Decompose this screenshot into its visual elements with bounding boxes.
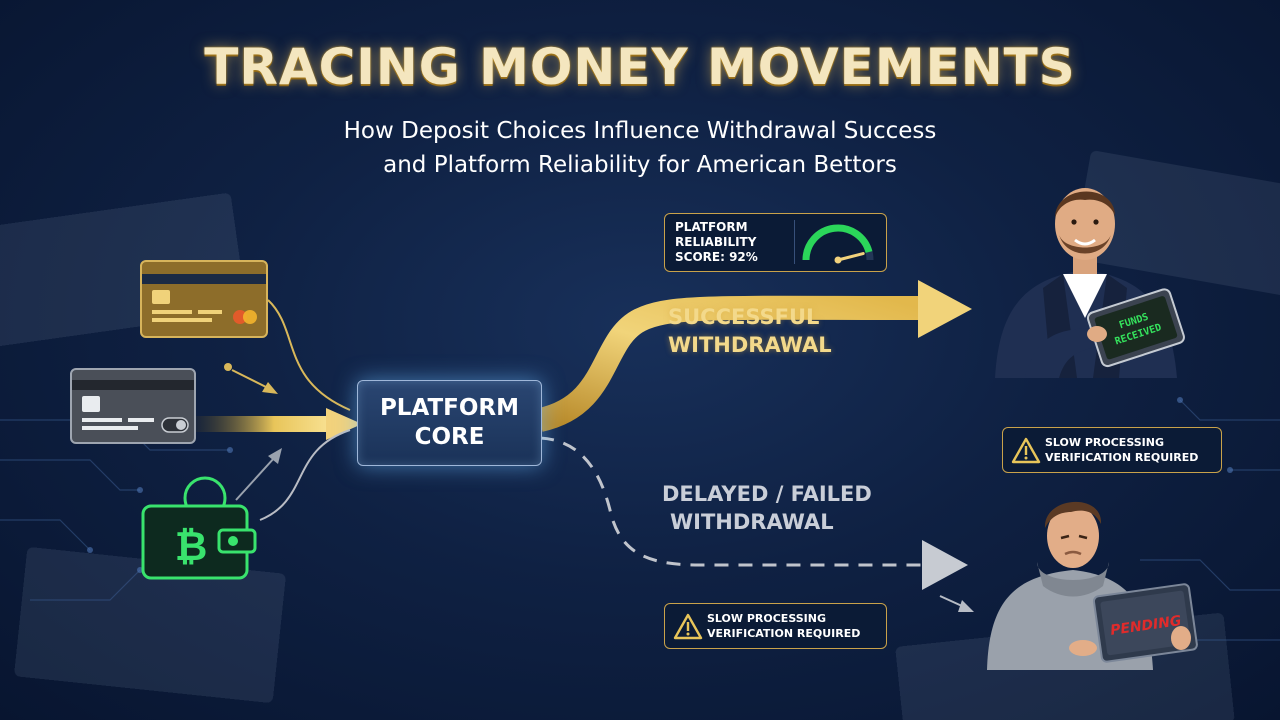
delayed-bettor-illustration: PENDING (987, 501, 1198, 670)
failed-arrow-body (539, 436, 922, 567)
small-gray-arrow (235, 456, 276, 501)
success-arrow-body (536, 295, 921, 432)
crypto-connector (259, 429, 351, 521)
subtitle-line-2: and Platform Reliability for American Be… (383, 152, 897, 178)
score-line-3: SCORE: 92% (675, 250, 758, 264)
subtitle: How Deposit Choices Influence Withdrawal… (0, 114, 1280, 182)
success-arrow-head (918, 280, 972, 338)
gauge-icon (802, 224, 874, 264)
gray-credit-card-icon (70, 368, 196, 444)
gold-credit-card-icon (140, 260, 268, 338)
gold-card-connector (267, 299, 351, 411)
bitcoin-wallet-icon: ₿ (141, 476, 257, 580)
svg-text:₿: ₿ (175, 524, 208, 570)
score-line-2: RELIABILITY (675, 235, 757, 249)
small-failed-arrow (939, 595, 963, 607)
warning-top-text: SLOW PROCESSING VERIFICATION REQUIRED (1045, 435, 1198, 465)
reliability-score-text: PLATFORM RELIABILITY SCORE: 92% (675, 220, 795, 265)
score-line-1: PLATFORM (675, 220, 748, 234)
success-label: SUCCESSFUL WITHDRAWAL (668, 303, 832, 359)
gray-card-beam (196, 416, 326, 432)
success-label-line-1: SUCCESSFUL (668, 305, 820, 329)
failed-label: DELAYED / FAILED WITHDRAWAL (662, 480, 872, 536)
success-label-line-2: WITHDRAWAL (668, 333, 832, 357)
warning-triangle-icon (1011, 437, 1041, 464)
warning-bottom-text: SLOW PROCESSING VERIFICATION REQUIRED (707, 611, 860, 641)
failed-label-line-1: DELAYED / FAILED (662, 482, 872, 506)
platform-core-line-1: PLATFORM (379, 395, 520, 421)
warning-top-line-2: VERIFICATION REQUIRED (1045, 451, 1199, 464)
platform-core: PLATFORM CORE (357, 380, 542, 466)
warning-bottom-line-2: VERIFICATION REQUIRED (707, 627, 861, 640)
warning-top-line-1: SLOW PROCESSING (1045, 436, 1165, 449)
warning-triangle-icon (673, 613, 703, 640)
small-gold-arrow (231, 369, 269, 389)
score-divider (794, 220, 795, 264)
warning-box-top: SLOW PROCESSING VERIFICATION REQUIRED (1002, 427, 1222, 473)
page-title: TRACING MONEY MOVEMENTS (204, 38, 1076, 96)
warning-bottom-line-1: SLOW PROCESSING (707, 612, 827, 625)
happy-bettor-illustration: FUNDS RECEIVED (995, 188, 1185, 378)
reliability-score-box: PLATFORM RELIABILITY SCORE: 92% (664, 213, 887, 272)
failed-arrow-head (922, 540, 968, 590)
subtitle-line-1: How Deposit Choices Influence Withdrawal… (343, 118, 937, 144)
failed-label-line-2: WITHDRAWAL (670, 510, 834, 534)
platform-core-line-2: CORE (414, 424, 485, 450)
warning-box-bottom: SLOW PROCESSING VERIFICATION REQUIRED (664, 603, 887, 649)
